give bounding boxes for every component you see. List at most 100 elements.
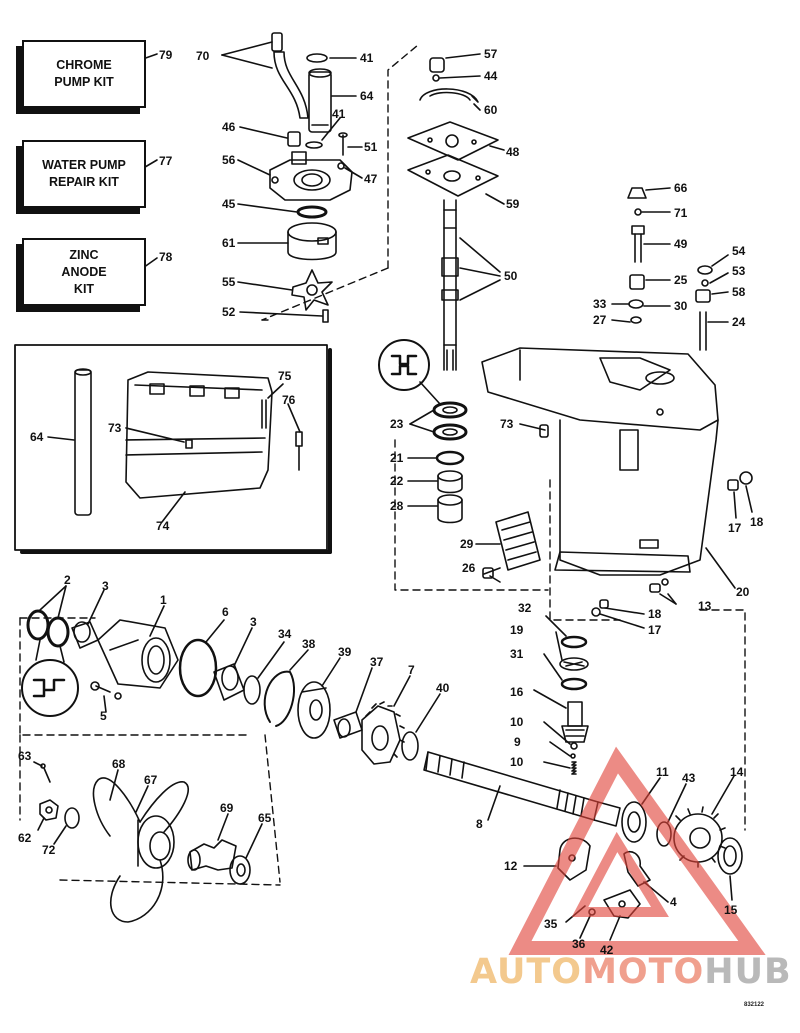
seal-45 — [296, 205, 328, 219]
callout-17: 17 — [728, 521, 742, 535]
callout-13: 13 — [698, 599, 712, 613]
callout-58: 58 — [732, 285, 746, 299]
stud-24 — [699, 311, 707, 351]
pump-tube-70 — [271, 32, 309, 119]
o-ring-41 — [306, 53, 328, 63]
callout-5: 5 — [100, 709, 107, 723]
watermark-part-auto: AUTO — [470, 952, 583, 992]
callout-6: 6 — [222, 605, 229, 619]
screw-26 — [482, 567, 501, 583]
callout-15: 15 — [724, 903, 738, 917]
callout-1: 1 — [160, 593, 167, 607]
callout-39: 39 — [338, 645, 352, 659]
callout-69: 69 — [220, 801, 234, 815]
kit-box-label: CHROME PUMP KIT — [54, 58, 114, 89]
tube-64-inset — [74, 368, 92, 516]
callout-40: 40 — [436, 681, 450, 695]
callout-41: 41 — [332, 107, 346, 121]
kit-box-label: ZINC ANODE KIT — [61, 247, 107, 296]
nut-62 — [39, 799, 59, 821]
callout-73: 73 — [108, 421, 122, 435]
bearing-3b — [213, 663, 245, 701]
callout-76: 76 — [282, 393, 296, 407]
callout-23: 23 — [390, 417, 404, 431]
callout-56: 56 — [222, 153, 236, 167]
callout-9: 9 — [514, 735, 521, 749]
callout-30: 30 — [674, 299, 688, 313]
callout-7: 7 — [408, 663, 415, 677]
propeller-shaft-8 — [423, 751, 621, 827]
callout-74: 74 — [156, 519, 170, 533]
plate-48 — [407, 121, 499, 161]
callout-45: 45 — [222, 197, 236, 211]
bearing-22 — [437, 470, 463, 494]
pump-housing-56 — [269, 151, 353, 201]
callout-64: 64 — [30, 430, 44, 444]
callout-61: 61 — [222, 236, 236, 250]
screws-5 — [90, 681, 122, 700]
callout-16: 16 — [510, 685, 524, 699]
washer-54-53 — [697, 265, 713, 287]
washer-32 — [560, 635, 588, 649]
kit-box-zinc-anode: ZINC ANODE KIT — [22, 238, 146, 306]
key-52 — [322, 309, 329, 323]
callout-41: 41 — [360, 51, 374, 65]
callout-59: 59 — [506, 197, 520, 211]
thrust-washer-39 — [297, 681, 331, 739]
callout-22: 22 — [390, 474, 404, 488]
pinion-16 — [561, 701, 589, 743]
callout-79: 79 — [159, 48, 173, 62]
callout-43: 43 — [682, 771, 696, 785]
callout-18: 18 — [750, 515, 764, 529]
callout-12: 12 — [504, 859, 518, 873]
callout-26: 26 — [462, 561, 476, 575]
callout-62: 62 — [18, 831, 32, 845]
callout-19: 19 — [510, 623, 524, 637]
callout-72: 72 — [42, 843, 56, 857]
callout-54: 54 — [732, 244, 746, 258]
washer-40 — [401, 731, 419, 761]
callout-27: 27 — [593, 313, 607, 327]
propeller-67-68 — [92, 777, 189, 923]
callout-18: 18 — [648, 607, 662, 621]
callout-68: 68 — [112, 757, 126, 771]
watermark-text: AUTOMOTOHUB — [470, 952, 792, 992]
kit-box-chrome-pump: CHROME PUMP KIT — [22, 40, 146, 108]
callout-48: 48 — [506, 145, 520, 159]
o-ring-41b — [305, 141, 323, 149]
watermark-part-hub: HUB — [704, 952, 792, 992]
thrust-hub-69 — [187, 839, 237, 871]
drawing-number: 832122 — [744, 1002, 765, 1008]
callout-42: 42 — [600, 943, 614, 957]
grommet-57 — [429, 57, 445, 73]
bearing-housing-1 — [97, 619, 179, 689]
screws-13 — [649, 578, 669, 593]
bearing-28 — [437, 494, 463, 524]
callout-44: 44 — [484, 69, 498, 83]
callout-51: 51 — [364, 140, 378, 154]
seal-detail-23 — [378, 339, 430, 391]
clutch-dog-11 — [621, 801, 647, 843]
callout-32: 32 — [518, 601, 532, 615]
callout-46: 46 — [222, 120, 236, 134]
bushing-37 — [333, 711, 363, 739]
kit-box-water-pump-repair: WATER PUMP REPAIR KIT — [22, 140, 146, 208]
tube-64 — [308, 68, 332, 133]
bushing-21 — [435, 450, 465, 466]
grille-29 — [495, 511, 541, 571]
callout-25: 25 — [674, 273, 688, 287]
callout-33: 33 — [593, 297, 607, 311]
callout-17: 17 — [648, 623, 662, 637]
callout-70: 70 — [196, 49, 210, 63]
callout-24: 24 — [732, 315, 746, 329]
dashed-group-lines — [19, 44, 746, 886]
kit-box-label: WATER PUMP REPAIR KIT — [42, 158, 126, 189]
callout-38: 38 — [302, 637, 316, 651]
callout-71: 71 — [674, 206, 688, 220]
callout-63: 63 — [18, 749, 32, 763]
liner-61 — [287, 222, 337, 261]
callout-2: 2 — [64, 573, 71, 587]
callout-3: 3 — [102, 579, 109, 593]
exhaust-housing-74 — [125, 371, 303, 499]
